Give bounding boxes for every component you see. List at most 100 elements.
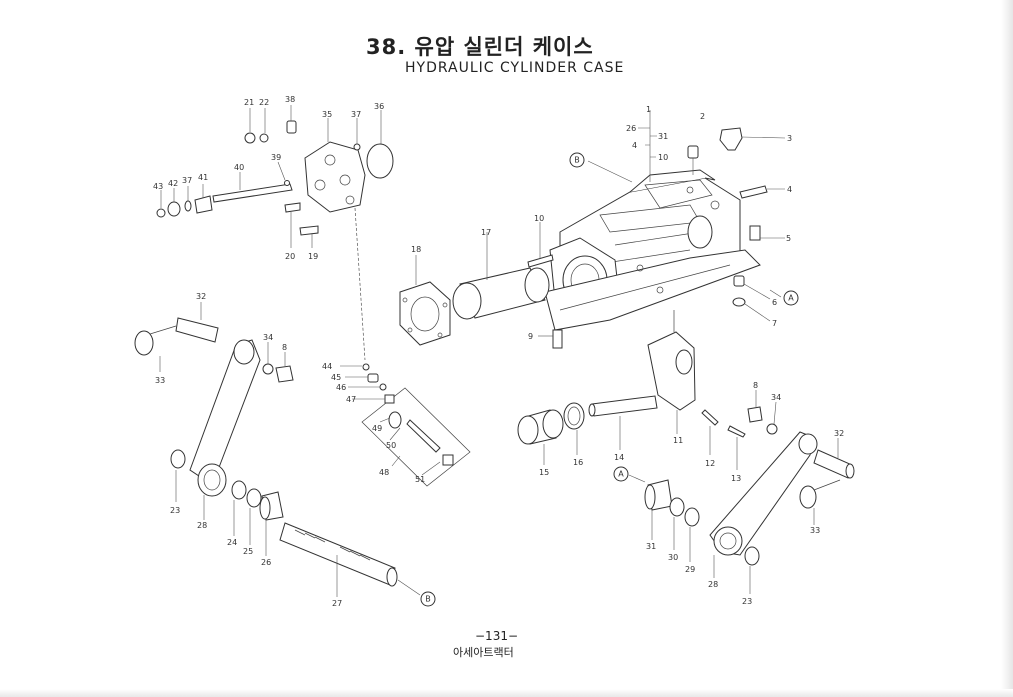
part-label: 28	[197, 521, 207, 530]
pin-13	[727, 425, 746, 470]
part-label: 47	[346, 395, 356, 404]
o-ring-24	[231, 480, 247, 536]
lift-arm-left-28	[189, 339, 261, 520]
part-label: 4	[632, 141, 637, 150]
part-label: 33	[810, 526, 820, 535]
callout-A-right: A	[783, 290, 799, 306]
part-label: 37	[351, 110, 361, 119]
spool-40	[212, 172, 293, 203]
part-label: 26	[261, 558, 271, 567]
part-label: 48	[379, 468, 389, 477]
lift-crank-11	[647, 310, 696, 434]
part-number-labels: 1 26 31 4 10 2 3 4 5 6 7 10 9 17 18 21 2…	[153, 95, 844, 608]
part-label: 23	[170, 506, 180, 515]
part-label: 50	[386, 441, 396, 450]
washer-22	[259, 108, 269, 143]
part-label: 26	[626, 124, 636, 133]
page-title-english: HYDRAULIC CYLINDER CASE	[405, 60, 625, 76]
svg-text:B: B	[574, 156, 580, 165]
page-edge-shadow-right	[1001, 0, 1013, 697]
part-label: 2	[700, 112, 705, 121]
nut-21	[244, 108, 256, 144]
svg-text:A: A	[618, 470, 624, 479]
o-ring-37-top	[353, 118, 361, 151]
bolt-4	[739, 185, 785, 199]
part-label: 16	[573, 458, 583, 467]
part-label: 8	[282, 343, 287, 352]
part-label: 41	[198, 173, 208, 182]
o-ring-29	[684, 507, 700, 562]
page-edge-shadow-bottom	[0, 689, 1013, 697]
part-label: 22	[259, 98, 269, 107]
part-label: 7	[772, 319, 777, 328]
part-label: 32	[834, 429, 844, 438]
part-label: 36	[374, 102, 384, 111]
part-label: 3	[787, 134, 792, 143]
snap-pin-33-left	[134, 325, 177, 372]
part-label: 33	[155, 376, 165, 385]
nut-8-left	[275, 352, 294, 383]
callout-B-top: B	[569, 152, 585, 168]
page-title-korean: 38. 유압 실린더 케이스	[366, 35, 594, 59]
part-label: 14	[614, 453, 624, 462]
gasket-18	[399, 255, 451, 346]
part-label: 20	[285, 252, 295, 261]
part-label: 15	[539, 468, 549, 477]
cylinder-case-body	[544, 169, 761, 331]
pin-32-right	[813, 438, 855, 479]
part-label: 8	[753, 381, 758, 390]
part-label: 13	[731, 474, 741, 483]
part-label: 10	[658, 153, 668, 162]
bolt-5	[749, 225, 785, 241]
part-label: 12	[705, 459, 715, 468]
bolt-19	[299, 225, 319, 248]
part-label: 25	[243, 547, 253, 556]
svg-text:B: B	[425, 595, 431, 604]
part-label: 43	[153, 182, 163, 191]
stud-10	[527, 222, 554, 268]
callout-B-shaft: B	[420, 591, 436, 607]
part-label: 31	[658, 132, 668, 141]
part-label: 5	[786, 234, 791, 243]
part-label: 51	[415, 475, 425, 484]
part-label: 9	[528, 332, 533, 341]
part-label: 40	[234, 163, 244, 172]
part-label: 21	[244, 98, 254, 107]
bolt-9	[538, 329, 563, 349]
snap-ring-23-left	[170, 449, 186, 502]
plug-38	[286, 105, 297, 134]
washer-34-right	[766, 401, 778, 435]
part-label: 44	[322, 362, 332, 371]
washer-34-left	[262, 342, 274, 375]
lift-arm-right-28	[709, 431, 818, 578]
bushing-26	[259, 491, 284, 556]
part-label: 34	[263, 333, 273, 342]
part-label: 6	[772, 298, 777, 307]
piston-15	[517, 409, 564, 465]
page-number: −131−	[475, 629, 519, 643]
collar-30	[669, 497, 685, 550]
part-label: 46	[336, 383, 346, 392]
part-label: 18	[411, 245, 421, 254]
part-label: 30	[668, 553, 678, 562]
part-label: 49	[372, 424, 382, 433]
breather-cap-3	[719, 127, 786, 151]
part-label: 38	[285, 95, 295, 104]
part-label: 1	[646, 105, 651, 114]
ring-16	[563, 402, 585, 455]
bolt-20	[284, 202, 301, 248]
part-label: 31	[646, 542, 656, 551]
part-label: 35	[322, 110, 332, 119]
relief-valve-assembly-48	[340, 207, 471, 487]
part-label: 34	[771, 393, 781, 402]
part-label: 42	[168, 179, 178, 188]
cylinder-sleeve-17	[452, 232, 550, 320]
part-label: 39	[271, 153, 281, 162]
plug-bolt-2	[687, 145, 699, 175]
part-label: 29	[685, 565, 695, 574]
snap-pin-33-right	[799, 479, 841, 525]
snap-ring-23-right	[744, 546, 760, 594]
part-label: 19	[308, 252, 318, 261]
callout-A-bottom: A	[613, 466, 629, 482]
bushing-31-right	[644, 479, 673, 540]
